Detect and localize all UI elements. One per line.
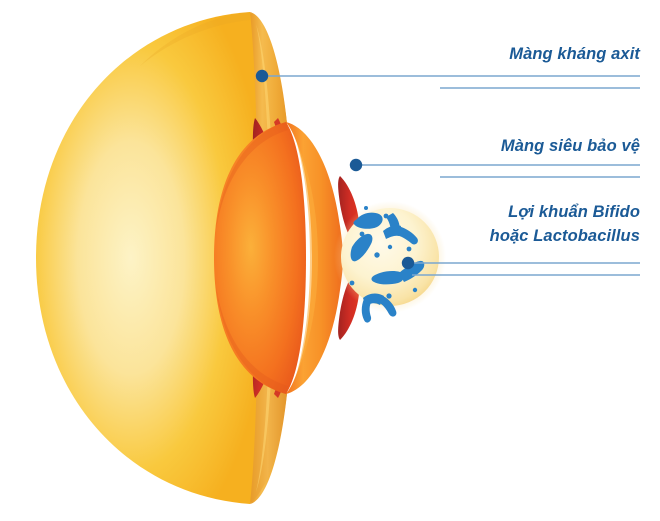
- bacterium-rod: [371, 271, 404, 285]
- outer-membrane-shadow: [140, 12, 250, 66]
- protective-membrane-shell: [214, 122, 360, 394]
- bacteria-speck: [374, 252, 380, 258]
- callout-dot-3: [401, 256, 415, 270]
- bacteria-speck: [359, 231, 365, 237]
- callout-leaders: [255, 69, 640, 276]
- probiotic-core-sphere: [341, 208, 439, 306]
- bacterium-y-branch: [396, 226, 418, 245]
- protective-membrane-body: [214, 122, 306, 394]
- bacterium-rod: [353, 212, 383, 229]
- callout-dot-2: [349, 158, 363, 172]
- protective-membrane-rim-highlight: [296, 140, 318, 376]
- callout-label-outer-membrane: Màng kháng axit: [509, 45, 640, 63]
- bacteria-speck: [349, 280, 355, 286]
- bacterium-y-branch: [361, 299, 372, 323]
- bacteria-speck: [412, 287, 418, 293]
- callout-label-protective-membrane: Màng siêu bảo vệ: [500, 137, 640, 155]
- bacteria-cluster: [349, 206, 425, 323]
- callout-dot-1: [255, 69, 269, 83]
- bacteria-speck: [387, 244, 393, 250]
- callout-label-probiotic-strains: Lợi khuẩn Bifido hoặc Lactobacillus: [489, 203, 640, 245]
- bacterium-y-branch: [378, 296, 397, 317]
- bacterium-rod: [399, 260, 425, 282]
- bacteria-speck: [383, 213, 389, 219]
- bacteria-speck: [386, 293, 392, 299]
- protective-membrane-left-shadow-bottom: [216, 286, 288, 394]
- bacteria-speck: [364, 206, 368, 210]
- bacterium-y-branch: [386, 213, 400, 233]
- outer-membrane-body: [36, 12, 262, 504]
- protective-membrane-left-shadow: [216, 122, 288, 230]
- probiotic-core: [334, 201, 446, 323]
- bacteria-speck: [406, 246, 412, 252]
- bacterium-rod: [350, 233, 373, 262]
